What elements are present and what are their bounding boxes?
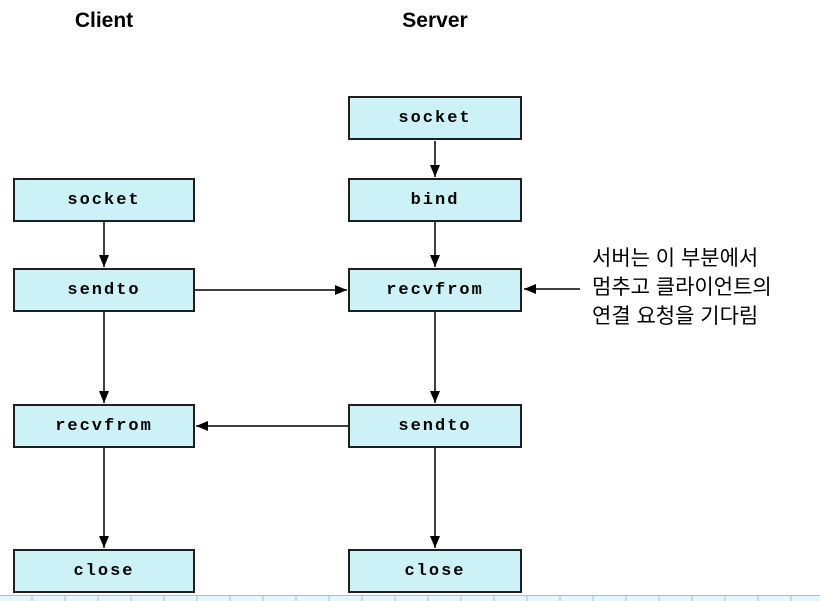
server-sendto-box: sendto bbox=[348, 404, 522, 448]
server-sendto-label: sendto bbox=[398, 416, 472, 436]
client-sendto-label: sendto bbox=[67, 280, 141, 300]
bottom-table-edge bbox=[0, 595, 820, 601]
server-close-box: close bbox=[348, 549, 522, 593]
client-recvfrom-box: recvfrom bbox=[13, 404, 195, 448]
server-socket-label: socket bbox=[398, 108, 472, 128]
server-bind-label: bind bbox=[410, 190, 460, 210]
client-recvfrom-label: recvfrom bbox=[55, 416, 153, 436]
server-column-header: Server bbox=[402, 9, 468, 32]
server-bind-box: bind bbox=[348, 178, 522, 222]
client-close-label: close bbox=[73, 561, 135, 581]
annotation-line-3: 연결 요청을 기다림 bbox=[592, 305, 759, 328]
client-column-header: Client bbox=[74, 9, 134, 32]
server-recvfrom-box: recvfrom bbox=[348, 268, 522, 312]
annotation-line-1: 서버는 이 부분에서 bbox=[592, 247, 759, 270]
annotation-text: 서버는 이 부분에서 멈추고 클라이언트의 연결 요청을 기다림 bbox=[592, 244, 772, 331]
annotation-line-2: 멈추고 클라이언트의 bbox=[592, 276, 772, 299]
server-socket-box: socket bbox=[348, 96, 522, 140]
client-sendto-box: sendto bbox=[13, 268, 195, 312]
client-close-box: close bbox=[13, 549, 195, 593]
server-close-label: close bbox=[404, 561, 466, 581]
client-socket-box: socket bbox=[13, 178, 195, 222]
server-recvfrom-label: recvfrom bbox=[386, 280, 484, 300]
client-socket-label: socket bbox=[67, 190, 141, 210]
